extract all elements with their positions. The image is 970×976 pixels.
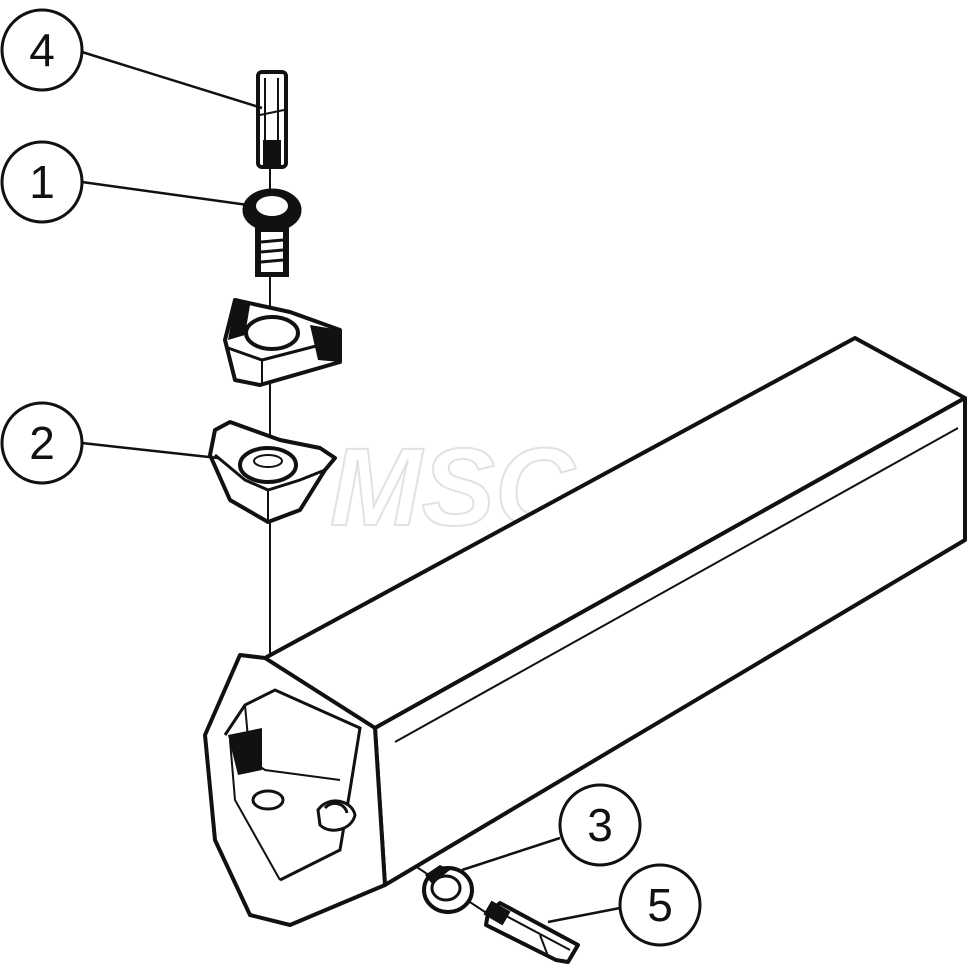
callout-1: 1 — [0, 140, 84, 224]
clamp-recess — [316, 799, 357, 832]
callout-2-label: 2 — [29, 417, 55, 469]
leader-line-1 — [81, 180, 249, 207]
clamp-screw — [422, 865, 474, 914]
callout-1-label: 1 — [29, 156, 55, 208]
pocket-shadow — [228, 728, 262, 775]
callout-4-label: 4 — [29, 24, 55, 76]
pocket-hole — [251, 789, 285, 811]
shim-anvil — [208, 420, 337, 524]
callout-4: 4 — [0, 8, 84, 92]
leader-line-2 — [81, 441, 219, 460]
callout-3: 3 — [558, 783, 642, 867]
leader-line-5 — [547, 906, 621, 924]
hex-key-bottom — [483, 900, 580, 964]
insert-screw — [242, 188, 302, 277]
leader-line-3 — [461, 836, 561, 872]
leader-line-4 — [81, 50, 263, 110]
callout-5: 5 — [618, 863, 702, 947]
callout-5-label: 5 — [647, 879, 673, 931]
callout-3-label: 3 — [587, 799, 613, 851]
callout-2: 2 — [0, 401, 84, 485]
hex-key-top — [256, 70, 288, 169]
tool-holder-body — [203, 336, 967, 927]
cutting-insert — [223, 298, 342, 387]
